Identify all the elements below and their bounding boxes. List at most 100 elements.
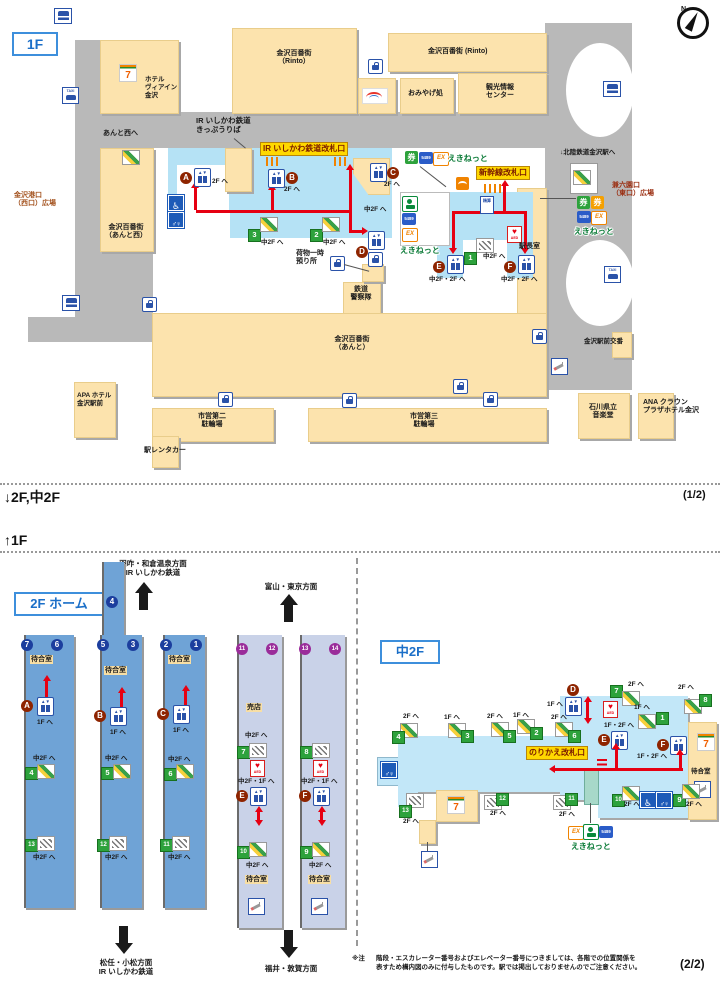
aed-label-3: AED [316, 770, 325, 774]
service-counter-icon [456, 177, 469, 190]
m2f-aed-icon: AED [603, 701, 618, 718]
coin-locker-icon-d [368, 252, 383, 267]
label-stationmaster: 駅長室 [519, 243, 540, 250]
ekinet-logo: えきねっと [448, 154, 488, 163]
m2f-escalator-9 [682, 784, 700, 799]
elevator-icon-a-2f [37, 697, 54, 716]
taxi-label: TAXI [66, 89, 75, 93]
coin-locker-icon-7 [483, 392, 498, 407]
label-ir-office: IR いしかわ鉄道 きっぷうりば [196, 116, 251, 134]
ex-icon-2: EX [402, 228, 418, 242]
track-badge-12: 12 [266, 643, 278, 655]
stair-badge-1: 1 [464, 252, 477, 265]
ticket-machine-icon-green: 券 [405, 151, 418, 164]
label-omiyage: おみやげ処 [408, 90, 443, 97]
m2f-tab-seven [436, 790, 478, 822]
elevator-badge-c: C [387, 167, 399, 179]
midori-madoguchi-icon [402, 196, 418, 212]
route-ir-d-h [349, 230, 363, 233]
track-badge-2: 2 [160, 639, 172, 651]
m2f-ex-icon: EX [568, 826, 584, 840]
elevator-icon-c [370, 163, 387, 182]
label-kanko: 観光情報 センター [486, 84, 514, 100]
label-police: 鉄道 警察隊 [350, 286, 372, 302]
label-anto: 金沢百番街 （あんと） [334, 336, 370, 352]
building-rinto-big [232, 28, 357, 114]
m2f-to-2f-u6: 2F へ [551, 714, 567, 721]
direction-arrow-toyama [279, 594, 298, 622]
ekinet-logo-3: えきねっと [574, 227, 614, 236]
shinkansen-gate-label: 新幹線改札口 [476, 166, 530, 180]
stair-badge-5-2f: 5 [101, 767, 114, 780]
e5489-icon-2: 5489 [402, 213, 416, 225]
m2f-to-1f2f-f: 1F・2F へ [637, 753, 667, 760]
m2f-to-2f-7: 2F へ [628, 681, 644, 688]
bus-icon [54, 8, 72, 24]
coin-locker-icon [368, 59, 383, 74]
elevator-badge-b: B [286, 172, 298, 184]
m2f-wheelchair-icon [639, 791, 657, 809]
m2f-to-1f-u3: 1F へ [444, 714, 460, 721]
route-arrow-d [362, 227, 368, 235]
m2f-e5489-icon: 5489 [599, 826, 613, 838]
e5489-icon: 5489 [419, 152, 433, 164]
to-m2f-2: 中2F へ [323, 239, 346, 246]
elevator-icon-f-2f [313, 787, 330, 806]
to-m2f-s1: 中2F へ [33, 755, 56, 762]
to-m2f-s2: 中2F へ [105, 755, 128, 762]
m2f-stair-badge-2: 2 [530, 727, 543, 740]
route-ir-horizontal [196, 210, 352, 213]
stairs-icon-12-2f [109, 836, 127, 851]
waiting-room-4: 待合室 [245, 875, 268, 884]
to-m2f-s10: 中2F へ [246, 862, 269, 869]
building-koban [612, 332, 632, 358]
m2f-toilet-icon-right [655, 791, 673, 809]
m2f-route-arrow-f [676, 749, 684, 755]
stair-badge-3: 3 [248, 229, 261, 242]
m2f-stair-badge-3: 3 [461, 730, 474, 743]
ekinet-logo-2: えきねっと [400, 246, 440, 255]
track-badge-1: 1 [190, 639, 202, 651]
route-shink-up [503, 186, 506, 212]
escalator-icon-2 [322, 217, 340, 232]
direction-toyama: 富山・東京方面 [264, 582, 318, 591]
m2f-to-1f-u2: 1F へ [513, 712, 529, 719]
track-badge-5: 5 [97, 639, 109, 651]
to-m2f-d: 中2F へ [364, 206, 387, 213]
label-rinto-strip: 金沢百番街 (Rinto) [428, 48, 488, 55]
bus-icon-east [603, 81, 621, 97]
aed-icon-2f-1: AED [250, 760, 265, 777]
coin-locker-icon-3 [218, 392, 233, 407]
taxi-icon: TAXI [62, 87, 79, 104]
road-arm [28, 317, 100, 342]
m2f-stair-badge-1: 1 [656, 712, 669, 725]
waiting-room-3: 待合室 [168, 655, 191, 664]
escalator-icon-10-2f [249, 842, 267, 857]
stair-badge-2: 2 [310, 229, 323, 242]
dome-curve-south [566, 240, 634, 326]
escalator-icon-9-2f [312, 842, 330, 857]
m2f-to-2f-8: 2F へ [678, 684, 694, 691]
m2f-elevator-badge-e: E [598, 734, 610, 746]
divider-dotted-2 [0, 551, 720, 553]
building-anto-west [100, 148, 154, 252]
m2f-toilet-icon-left [380, 761, 398, 779]
aed-label-4: AED [606, 711, 615, 715]
seven-eleven-icon: 7 [119, 64, 137, 82]
to-m2f-s11: 中2F へ [168, 854, 191, 861]
m2f-to-2f-u5: 2F へ [487, 713, 503, 720]
m2f-stair-badge-13: 13 [399, 805, 412, 818]
escalator-icon-hokutetsu [573, 170, 591, 185]
building-apa [74, 382, 116, 438]
note-mark: ※注 [352, 955, 365, 962]
aed-icon: AED [507, 226, 522, 243]
shinkansen-gate-hatch [484, 184, 502, 193]
pointer-east-tickets [540, 198, 576, 199]
to-2f-a: 2F へ [212, 178, 228, 185]
aed-label-2: AED [253, 770, 262, 774]
direction-fukui: 福井・敦賀方面 [264, 964, 318, 973]
elevator-badge-a-2f: A [21, 700, 33, 712]
elevator-badge-e-2f: E [236, 790, 248, 802]
waiting-room-5: 待合室 [308, 875, 331, 884]
to-m2f-s9: 中2F へ [309, 862, 332, 869]
